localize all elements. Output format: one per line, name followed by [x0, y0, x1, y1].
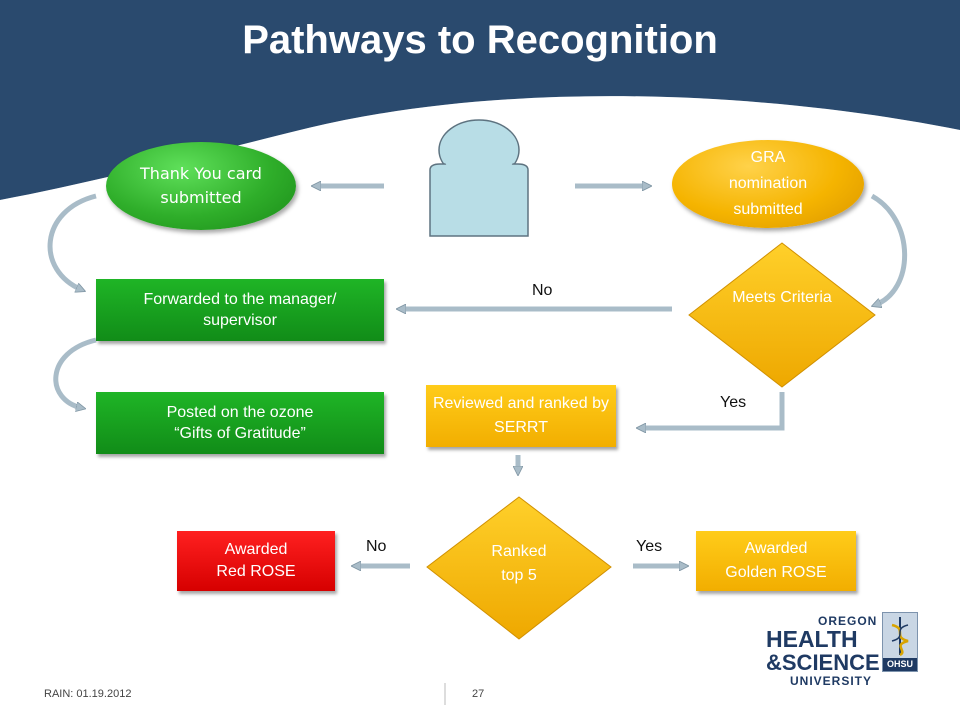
arrow-gra-to-meets [872, 193, 908, 305]
logo-caduceus-icon [891, 617, 909, 657]
posted-label-line2: “Gifts of Gratitude” [174, 425, 306, 442]
header-band [0, 0, 960, 200]
red-rose-line2: Red ROSE [216, 563, 296, 580]
edge-label-yes-criteria: Yes [720, 394, 747, 411]
thank-you-card-node: Thank You card submitted [106, 142, 296, 230]
reviewed-label: Reviewed and ranked by SERRT [432, 395, 610, 436]
logo-university: UNIVERSITY [790, 674, 873, 688]
footer-divider [444, 683, 446, 705]
logo-science: &SCIENCE [766, 650, 880, 675]
meets-criteria-label: Meets Criteria [732, 289, 832, 306]
logo-badge: OHSU [883, 658, 917, 671]
ohsu-logo: OREGON HEALTH &SCIENCE UNIVERSITY OHSU [760, 612, 940, 702]
logo-emblem: OHSU [882, 612, 918, 672]
gra-nomination-label: GRA nomination submitted [728, 149, 808, 218]
ranked-label-line2: top 5 [501, 567, 537, 584]
gra-nomination-node: GRA nomination submitted [672, 140, 864, 228]
edge-label-yes-ranked: Yes [636, 538, 663, 555]
thank-you-card-label: Thank You card submitted [140, 164, 262, 207]
arrow-meets-to-reviewed [640, 392, 785, 428]
posted-label-line1: Posted on the ozone [166, 404, 314, 421]
edge-label-no-ranked: No [366, 538, 387, 555]
arrow-forwarded-to-posted [53, 337, 97, 408]
ranked-top5-diamond [426, 496, 612, 640]
posted-node: Posted on the ozone “Gifts of Gratitude” [96, 392, 384, 454]
page-title: Pathways to Recognition [242, 18, 718, 62]
arrow-thankyou-to-forwarded [47, 193, 97, 290]
golden-rose-line1: Awarded [744, 540, 808, 557]
ranked-label-line1: Ranked [491, 543, 547, 560]
page-number: 27 [472, 688, 485, 700]
footer-date: RAIN: 01.19.2012 [44, 688, 132, 700]
golden-rose-node: Awarded Golden ROSE [696, 531, 856, 591]
meets-criteria-diamond [688, 242, 876, 388]
forwarded-node: Forwarded to the manager/ supervisor [96, 279, 384, 341]
red-rose-node: Awarded Red ROSE [177, 531, 335, 591]
person-icon [429, 119, 529, 237]
ranked-top5-label: Ranked top 5 [459, 540, 579, 588]
logo-oregon: OREGON [818, 614, 878, 628]
edge-label-no-criteria: No [532, 282, 553, 299]
logo-health: HEALTH [766, 626, 858, 652]
forwarded-label: Forwarded to the manager/ supervisor [143, 291, 337, 329]
reviewed-node: Reviewed and ranked by SERRT [426, 385, 616, 447]
red-rose-line1: Awarded [224, 541, 288, 558]
golden-rose-line2: Golden ROSE [725, 564, 827, 581]
